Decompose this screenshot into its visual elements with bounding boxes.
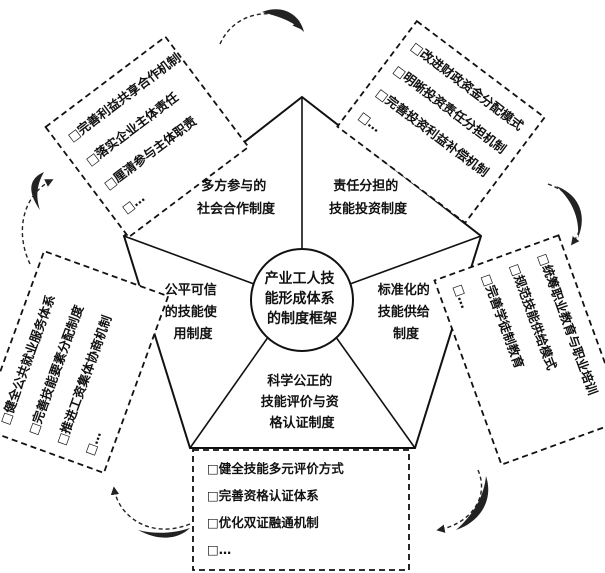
pentagon-spokes [123,97,482,449]
crescent-bottom-right [456,476,489,530]
segment-label-skill-evaluation: 科学公正的 技能评价与资 格认证制度 [261,373,344,431]
box-evaluation-measures: □健全技能多元评价方式 □完善资格认证体系 □优化双证融通机制 □… [192,449,410,571]
box-evaluation-item: □… [207,542,231,557]
crescent-top [262,9,304,32]
center-circle [250,248,354,352]
dashed-arrow-left [21,179,54,265]
crescent-left [31,172,44,210]
box-evaluation-item: □健全技能多元评价方式 [207,461,344,476]
segment-label-skill-supply: 标准化的 技能供给 制度 [377,282,435,342]
box-evaluation-item: □完善资格认证体系 [207,488,319,503]
crescent-bottom-left [138,528,190,538]
segment-label-skill-use: 公平可信 的技能使 用制度 [165,282,222,342]
dashed-arrow-bottom-right [436,469,483,533]
dashed-arrow-right [547,183,582,246]
segment-label-social-cooperation: 多方参与的 社会合作制度 [196,178,276,217]
box-evaluation-item: □优化双证融通机制 [207,515,319,530]
box-use-measures: □健全公共就业服务体系 □完善技能要素分配制度 □推进工资集体协商机制 □… [0,249,170,475]
center-title: 产业工人技 能形成体系 的制度框架 [265,270,340,327]
cycle-crescents [31,9,582,538]
segment-label-skill-investment: 责任分担的 技能投资制度 [329,178,408,217]
dashed-arrow-bottom-left [110,486,191,530]
crescent-right [556,186,582,238]
